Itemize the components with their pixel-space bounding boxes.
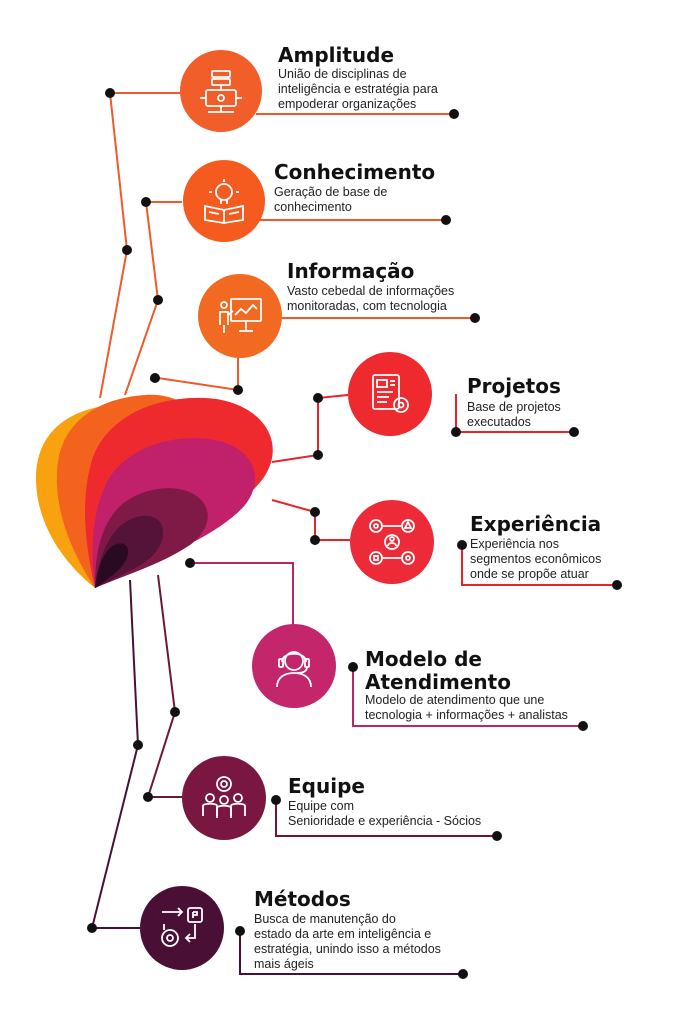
equipe-description: Equipe com Senioridade e experiência - S… [288,799,482,828]
equipe-circle [182,756,266,840]
conhecimento-title: Conhecimento [274,160,436,184]
amplitude-circle [180,50,262,132]
modelo-description: Modelo de atendimento que une tecnologia… [365,693,568,722]
workflow-icon [161,907,203,947]
conhecimento-circle [183,160,265,242]
modelo-circle [252,624,336,708]
document-gear-icon [372,374,409,413]
projetos-title: Projetos [467,374,561,398]
informacao-circle [198,274,282,358]
projetos-circle [348,352,432,436]
experiencia-circle [350,500,434,584]
informacao-title: Informação [287,259,415,283]
server-network-icon [200,70,242,113]
informacao-description: Vasto cebedal de informações monitoradas… [287,284,455,313]
projetos-description: Base de projetos executados [467,400,561,429]
amplitude-title: Amplitude [278,43,395,67]
metodos-description: Busca de manutenção do estado da arte em… [254,912,441,971]
petal-emblem [35,394,273,588]
headset-agent-icon [276,651,312,688]
lightbulb-book-icon [204,179,244,224]
metodos-title: Métodos [254,887,351,911]
conhecimento-description: Geração de base de conhecimento [274,185,388,214]
equipe-title: Equipe [288,774,365,798]
presentation-board-icon [219,298,262,333]
metodos-circle [140,886,224,970]
team-gear-icon [202,776,246,818]
amplitude-description: União de disciplinas de inteligência e e… [278,67,438,111]
modelo-title: Modelo de Atendimento [365,647,511,694]
network-shapes-icon [369,519,415,565]
experiencia-title: Experiência [470,512,602,536]
experiencia-description: Experiência nos segmentos econômicos ond… [470,537,602,581]
